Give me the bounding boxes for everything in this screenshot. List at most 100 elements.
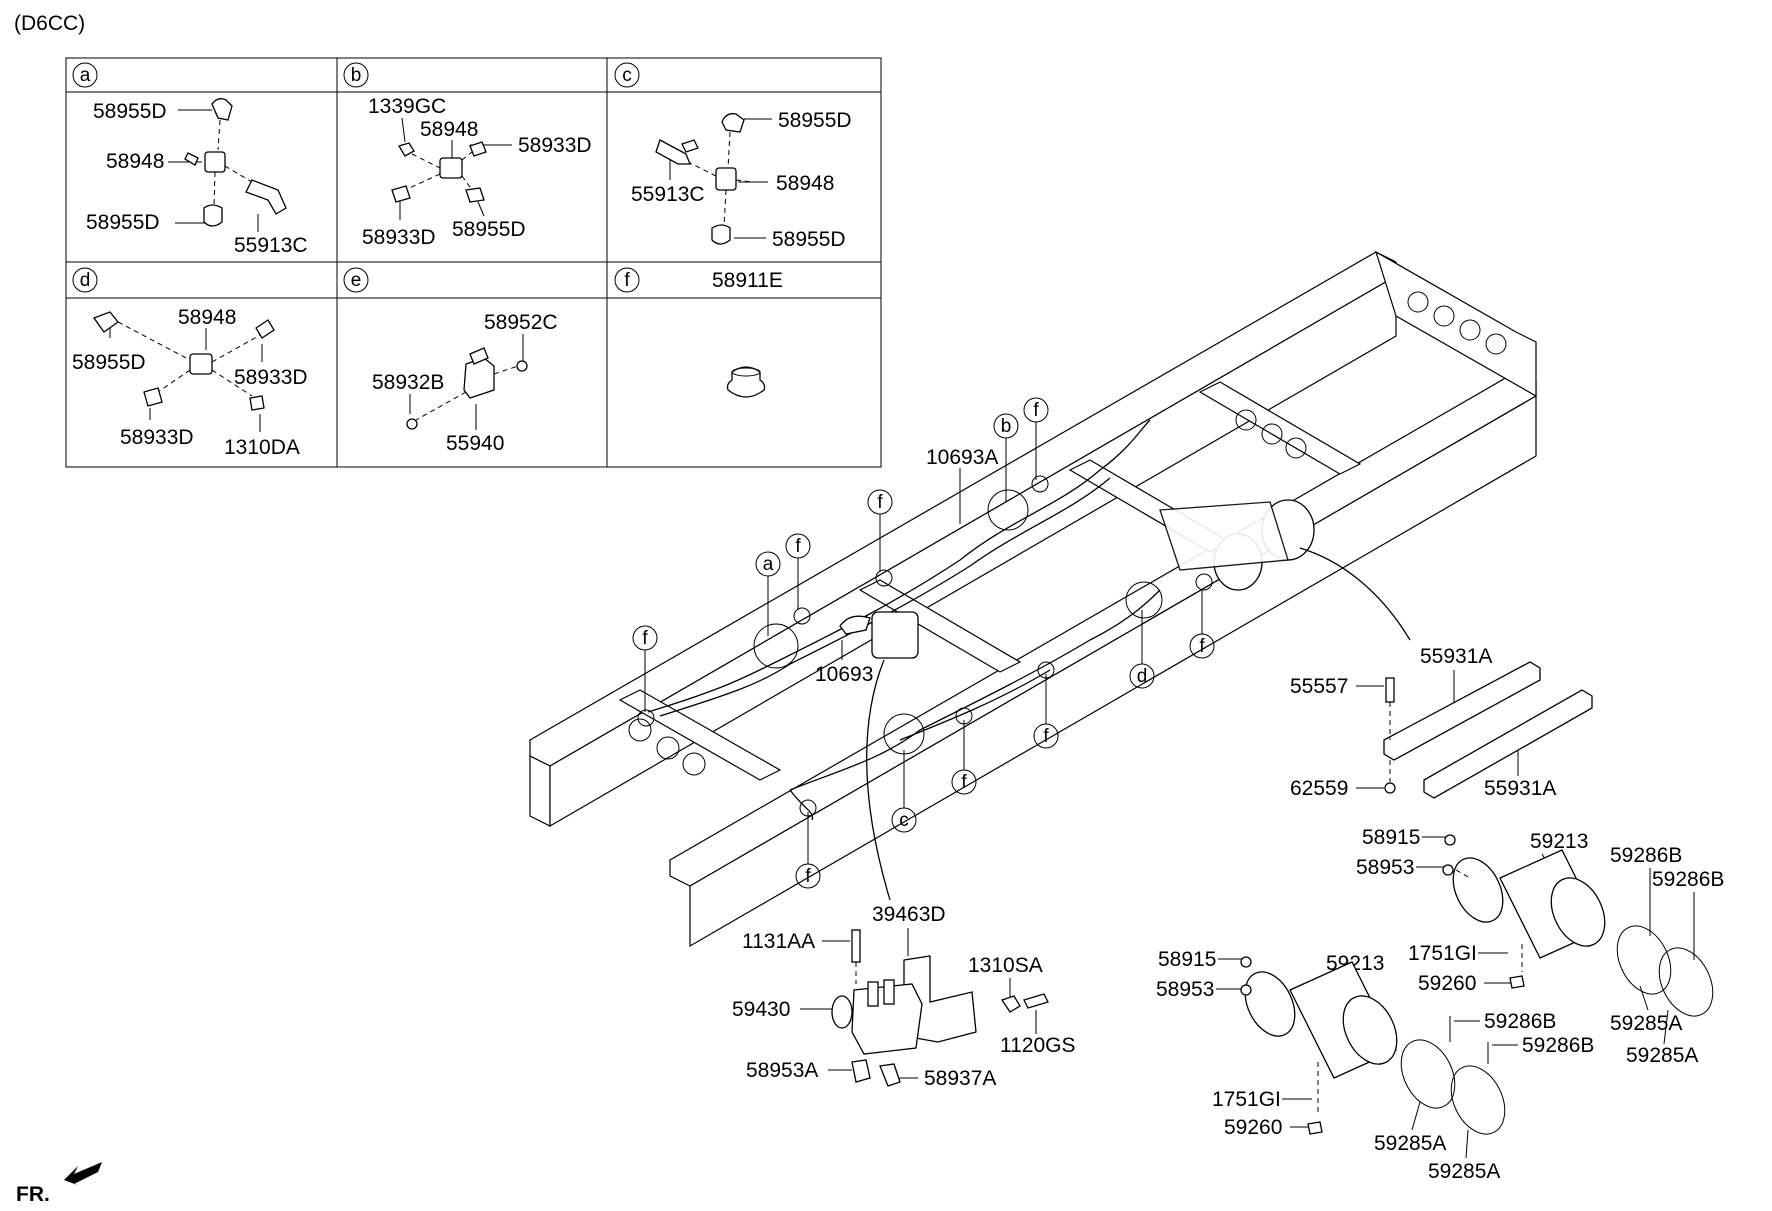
bracket-lower-label: 55931A — [1484, 777, 1556, 800]
panel-a-part-2: 58948 — [106, 150, 164, 173]
panel-e-letter: e — [351, 270, 362, 291]
bracket-upper-label: 55931A — [1420, 645, 1492, 668]
svg-text:d: d — [1137, 666, 1148, 687]
callout-a: a — [755, 551, 781, 636]
callout-f4: f — [632, 625, 658, 712]
svg-text:a: a — [763, 554, 774, 575]
panel-b-letter: b — [351, 65, 362, 86]
frame-callouts: 10693A 10693 f b f f a f f f d f f c f — [0, 0, 1215, 889]
svg-text:f: f — [642, 628, 648, 649]
svg-text:f: f — [1199, 636, 1205, 657]
panel-a-letter: a — [80, 65, 91, 86]
svg-text:c: c — [899, 810, 909, 831]
panel-b-part-5: 58955D — [452, 218, 526, 241]
tank-upper-strapbolt2-label: 59286B — [1652, 868, 1724, 891]
panel-e-part-1: 58952C — [484, 311, 558, 334]
panel-d-fitting-drawing — [92, 311, 275, 432]
svg-text:f: f — [1043, 726, 1049, 747]
tank-lower-valve-label: 59260 — [1224, 1116, 1282, 1139]
tank-lower-strap2-label: 59285A — [1428, 1160, 1500, 1183]
tank-upper-valve-label: 59260 — [1418, 972, 1476, 995]
panel-d-letter: d — [80, 270, 91, 291]
tank-lower-strap1-label: 59285A — [1374, 1132, 1446, 1155]
tank-lower-strapbolt1-label: 59286B — [1484, 1010, 1556, 1033]
panel-d-part-1: 58948 — [178, 306, 236, 329]
svg-text:f: f — [805, 866, 811, 887]
panel-e-valve-drawing — [406, 334, 528, 430]
tank-upper-strap1-label: 59285A — [1610, 1012, 1682, 1035]
bracket-bolt-label: 55557 — [1290, 675, 1348, 698]
panel-f-grommet-drawing — [726, 366, 766, 398]
tank-lower-plug-label: 58915 — [1158, 948, 1216, 971]
engine-code-label: (D6CC) — [14, 12, 85, 35]
panel-b-part-3: 58933D — [518, 134, 592, 157]
callout-f2: f — [867, 489, 893, 572]
panel-e: e 58952C 58932B 55940 — [343, 267, 558, 455]
tank-lower-strapbolt2-label: 59286B — [1522, 1034, 1594, 1057]
panel-a-part-4: 55913C — [234, 234, 308, 257]
callout-d: d — [1129, 610, 1155, 689]
detail-panel-grid — [65, 57, 882, 468]
callout-c: c — [891, 750, 917, 833]
tank-upper-strap2-label: 59285A — [1626, 1044, 1698, 1067]
panel-f-letter: f — [624, 270, 630, 291]
callout-f8: f — [795, 812, 821, 889]
panel-d-part-4: 58933D — [120, 426, 194, 449]
panel-c: c 58955D 55913C 58948 58955D — [614, 62, 852, 251]
frame-valve-assembly — [839, 611, 919, 659]
panel-c-part-2: 55913C — [631, 183, 705, 206]
valve-label: 59430 — [732, 998, 790, 1021]
panel-a: a 58955D 58948 58955D 55913C — [72, 62, 308, 257]
valve-bolt2-label: 1120GS — [1000, 1034, 1076, 1057]
svg-text:f: f — [961, 772, 967, 793]
svg-text:f: f — [1033, 400, 1039, 421]
panel-c-part-4: 58955D — [772, 228, 846, 251]
tank-lower-group: 58915 58953 59213 1751GI 59260 59286B 59… — [1156, 948, 1594, 1183]
panel-e-part-2: 58932B — [372, 371, 444, 394]
callout-f1: f — [1023, 397, 1049, 480]
tank-upper-tank-label: 59213 — [1530, 830, 1588, 853]
panel-d: d 58948 58955D 58933D 58933D 1310DA — [72, 267, 308, 459]
callout-f3: f — [785, 533, 811, 610]
brake-lines — [647, 419, 1161, 821]
panel-b-part-1: 1339GC — [368, 95, 446, 118]
tank-upper-connector-label: 58953 — [1356, 856, 1414, 879]
valve-nut-label: 1310SA — [968, 954, 1043, 977]
panel-a-fitting-drawing — [168, 98, 287, 232]
panel-d-part-2: 58955D — [72, 351, 146, 374]
tank-lower-connector-label: 58953 — [1156, 978, 1214, 1001]
callout-f9: f — [0, 0, 6, 5]
callout-f6: f — [1033, 674, 1059, 749]
panel-a-part-1: 58955D — [93, 100, 167, 123]
tank-upper-strapbolt1-label: 59286B — [1610, 844, 1682, 867]
valve-bracket-label: 39463D — [872, 903, 946, 926]
valve-connector1-label: 58953A — [746, 1059, 818, 1082]
frame-air-tanks — [1159, 499, 1315, 591]
panel-c-part-1: 58955D — [778, 109, 852, 132]
front-label: FR. — [16, 1183, 50, 1206]
callout-f5: f — [1189, 590, 1215, 659]
panel-c-fitting-drawing — [655, 113, 772, 245]
panel-b-part-2: 58948 — [420, 118, 478, 141]
tank-lower-drain-label: 1751GI — [1212, 1088, 1281, 1111]
callout-f7: f — [951, 720, 977, 795]
tank-upper-group: 58915 58953 59213 1751GI 59260 59286B 59… — [1356, 826, 1724, 1067]
valve-group: 39463D 1131AA 1310SA 1120GS 59430 58953A… — [732, 903, 1076, 1090]
lines-front-label: 10693A — [926, 446, 998, 469]
panel-b: b 1339GC 58948 58933D 58933D 58955D — [343, 62, 592, 249]
front-arrow-icon — [64, 1162, 102, 1186]
valve-connector2-label: 58937A — [924, 1067, 996, 1090]
panel-c-part-3: 58948 — [776, 172, 834, 195]
valve-bolt-label: 1131AA — [742, 930, 815, 953]
panel-c-letter: c — [622, 65, 632, 86]
panel-e-part-3: 55940 — [446, 432, 504, 455]
callout-b: b — [993, 413, 1019, 502]
bracket-group: 55557 55931A 62559 55931A — [1290, 645, 1593, 800]
panel-d-part-3: 58933D — [234, 366, 308, 389]
panel-b-part-4: 58933D — [362, 226, 436, 249]
svg-text:f: f — [877, 492, 883, 513]
panel-a-part-3: 58955D — [86, 211, 160, 234]
svg-text:b: b — [1001, 416, 1012, 437]
tank-upper-drain-label: 1751GI — [1408, 942, 1477, 965]
